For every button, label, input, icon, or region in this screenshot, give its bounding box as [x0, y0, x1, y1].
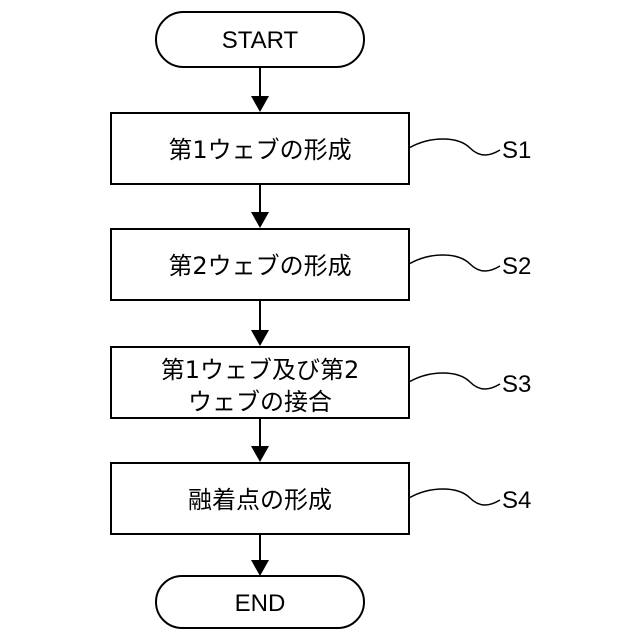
leader-line-s3 [409, 373, 500, 389]
arrow-s3-to-s4 [251, 418, 269, 462]
start-terminal: START [156, 12, 364, 67]
arrow-start-to-s1 [251, 67, 269, 112]
process-step-s2: 第2ウェブの形成 [111, 229, 409, 300]
leader-line-s2 [409, 255, 500, 271]
process-step-s4: 融着点の形成 [111, 463, 409, 534]
step-text-s3-line2: ウェブの接合 [188, 388, 332, 416]
process-step-s3: 第1ウェブ及び第2 ウェブの接合 [111, 347, 409, 418]
step-text-s2: 第2ウェブの形成 [168, 252, 351, 280]
leader-line-s1 [409, 139, 500, 155]
start-label: START [222, 27, 299, 54]
step-text-s3-line1: 第1ウェブ及び第2 [161, 356, 360, 384]
arrow-s1-to-s2 [251, 184, 269, 228]
step-reference-s3: S3 [409, 371, 531, 398]
end-terminal: END [156, 576, 364, 628]
step-id-s2: S2 [502, 253, 531, 280]
step-text-s4: 融着点の形成 [188, 486, 332, 514]
step-reference-s4: S4 [409, 487, 531, 514]
step-reference-s2: S2 [409, 253, 531, 280]
step-reference-s1: S1 [409, 137, 531, 164]
end-label: END [235, 590, 286, 617]
arrow-s2-to-s3 [251, 300, 269, 346]
step-id-s1: S1 [502, 137, 531, 164]
leader-line-s4 [409, 489, 500, 505]
step-id-s3: S3 [502, 371, 531, 398]
step-text-s1: 第1ウェブの形成 [168, 136, 351, 164]
arrow-s4-to-end [251, 534, 269, 576]
step-id-s4: S4 [502, 487, 531, 514]
process-step-s1: 第1ウェブの形成 [111, 113, 409, 184]
